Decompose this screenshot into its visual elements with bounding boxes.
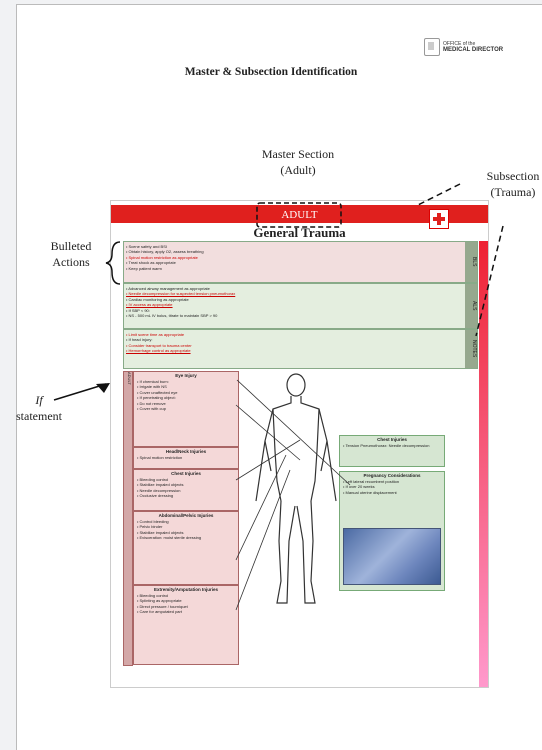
box-line: • Bleeding control — [137, 477, 169, 482]
box-line: • Occlusive dressing — [137, 493, 174, 499]
box-line: • Left lateral recumbent position — [343, 479, 400, 484]
box-line: • Spinal motion restriction — [137, 455, 183, 460]
abdominal-box: Abdominal/Pelvic Injuries• Control bleed… — [133, 511, 239, 585]
box-line: • Stabilize impaled objects — [137, 482, 184, 488]
box-line: • Direct pressure / tourniquet — [137, 603, 188, 609]
subsection-sub: (Trauma) — [490, 185, 536, 199]
bls-lines: • Scene safety and BSI• Obtain history, … — [126, 244, 463, 280]
bullet-line: • Keep patient warm — [126, 265, 162, 271]
logo-line1: OFFICE of the — [443, 41, 476, 47]
right-edge-bar — [479, 241, 488, 687]
bullet-line: • Cardiac monitoring as appropriate — [126, 296, 189, 302]
box-line: • If chemical burn: — [137, 379, 169, 384]
human-figure — [255, 373, 337, 604]
bullet-line: • IV access as appropriate — [126, 302, 173, 308]
box-line: • Manual uterine displacement — [343, 489, 397, 495]
bullet-line: • Treat shock as appropriate — [126, 260, 176, 266]
bls-tab: BLS — [465, 242, 477, 282]
bulleted-label: Bulleted — [50, 239, 92, 253]
if-statement-note: If statement — [14, 392, 64, 424]
box-heading: Extremity/Amputation Injuries — [153, 587, 218, 592]
master-section-note: Master Section (Adult) — [238, 146, 358, 178]
als-lines: • Advanced airway management as appropri… — [126, 286, 463, 326]
bullet-line: • If head injury: — [126, 337, 153, 343]
box-line: • If penetrating object: — [137, 395, 176, 401]
statement-label: statement — [16, 409, 62, 423]
bullet-line: • Advanced airway management as appropri… — [126, 286, 210, 291]
box-line: • Stabilize impaled objects — [137, 529, 184, 535]
box-line: • Bleeding control — [137, 593, 169, 598]
extremity-box: Extremity/Amputation Injuries• Bleeding … — [133, 585, 239, 665]
box-heading: Chest Injuries — [377, 437, 407, 442]
bullet-line: • Hemorrhage control as appropriate — [126, 348, 191, 354]
subsection-note: Subsection (Trauma) — [468, 168, 542, 200]
box-line: • Evisceration: moist sterile dressing — [137, 535, 202, 541]
protocol-page: ADULT General Trauma • Scene safety and … — [110, 200, 489, 688]
left-strip: ADULT — [123, 371, 133, 666]
box-line: • Tension Pneumothorax: Needle decompres… — [343, 443, 430, 448]
bls-section: • Scene safety and BSI• Obtain history, … — [123, 241, 478, 283]
subsection-label: Subsection — [486, 169, 540, 183]
master-section-label: Master Section — [261, 147, 335, 161]
box-line: • Pelvic binder — [137, 524, 163, 530]
bullet-line: • Obtain history, apply O2, assess breat… — [126, 249, 204, 255]
box-line: • Cover unaffected eye — [137, 389, 178, 395]
box-line: • Care for amputated part — [137, 609, 182, 615]
notes-lines: • Limit scene time as appropriate• If he… — [126, 332, 463, 366]
box-heading: Abdominal/Pelvic Injuries — [158, 513, 214, 518]
bullet-line: • If SBP < 90: — [126, 307, 150, 313]
box-line: • Control bleeding — [137, 519, 169, 524]
bullet-line: • Consider transport to trauma center — [126, 342, 192, 348]
master-section-sub: (Adult) — [280, 163, 316, 177]
box-line: • Cover with cup — [137, 405, 166, 411]
omd-logo: OFFICE of the MEDICAL DIRECTOR — [424, 38, 503, 56]
chest-injuries-box: Chest Injuries• Bleeding control• Stabil… — [133, 469, 239, 511]
bullet-line: • Scene safety and BSI — [126, 244, 167, 249]
red-cross-icon — [429, 209, 449, 229]
pregnancy-photo — [343, 528, 441, 585]
box-line: • Irrigate with NS — [137, 384, 167, 390]
als-tab: ALS — [465, 284, 477, 328]
notes-section: • Limit scene time as appropriate• If he… — [123, 329, 478, 369]
bullet-line: • Limit scene time as appropriate — [126, 332, 185, 337]
page-title: Master & Subsection Identification — [184, 66, 358, 78]
box-line: • Do not remove — [137, 400, 166, 406]
eye-injury-box: Eye Injury • If chemical burn:• Irrigate … — [133, 371, 239, 447]
box-heading: Chest Injuries — [171, 471, 201, 476]
actions-label: Actions — [52, 255, 90, 269]
box-heading: Pregnancy Considerations — [363, 473, 421, 478]
bulleted-actions-note: Bulleted Actions — [38, 238, 104, 270]
box-heading: Head/Neck Injuries — [165, 449, 207, 454]
protocol-title: General Trauma — [253, 225, 346, 240]
box-heading: Eye Injury — [175, 373, 197, 378]
box-line: • If over 20 weeks — [343, 484, 375, 490]
logo-line2: MEDICAL DIRECTOR — [443, 47, 504, 53]
bullet-line: • Spinal motion restriction as appropria… — [126, 254, 198, 260]
notes-tab: NOTES — [465, 330, 477, 368]
if-label: If — [35, 393, 43, 407]
bullet-line: • NS - 500 mL IV bolus, titrate to maint… — [126, 312, 218, 318]
head-neck-box: Head/Neck Injuries• Spinal motion restri… — [133, 447, 239, 469]
bullet-line: • Needle decompression for suspected ten… — [126, 291, 236, 297]
omd-logo-icon — [424, 38, 440, 56]
box-line: • Needle decompression — [137, 487, 181, 493]
box-line: • Splinting as appropriate — [137, 598, 182, 604]
als-section: • Advanced airway management as appropri… — [123, 283, 478, 329]
chest-injuries-green-box: Chest Injuries• Tension Pneumothorax: Ne… — [339, 435, 445, 467]
